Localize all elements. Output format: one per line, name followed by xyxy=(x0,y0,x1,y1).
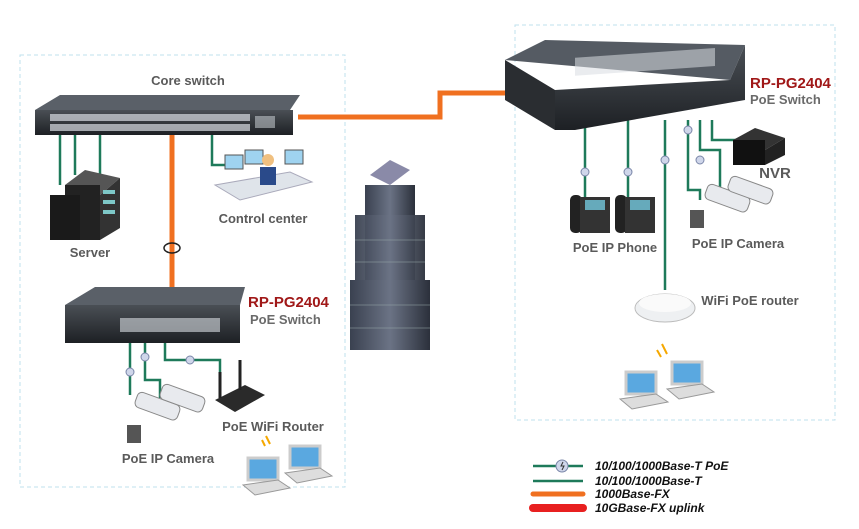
left-camera-icon xyxy=(127,383,206,443)
control-center-icon xyxy=(213,149,314,201)
server-icon xyxy=(50,170,120,240)
fx-link-core-right xyxy=(298,90,512,120)
legend: 10/100/1000Base-T PoE 10/100/1000Base-T … xyxy=(529,459,729,515)
svg-text:10/100/1000Base-T: 10/100/1000Base-T xyxy=(595,474,703,488)
wifi-ap-icon xyxy=(634,293,696,323)
right-switch-model: RP-PG2404 xyxy=(750,75,832,92)
fiber-loop-icon xyxy=(163,242,181,254)
left-camera-label: PoE IP Camera xyxy=(122,451,215,466)
building-icon xyxy=(350,160,430,350)
right-laptops-icon xyxy=(618,343,716,410)
left-zone xyxy=(19,54,346,488)
server-label: Server xyxy=(70,245,110,260)
wifi-router-label: PoE WiFi Router xyxy=(222,419,324,434)
right-zone xyxy=(514,24,836,421)
nvr-label: NVR xyxy=(759,165,791,182)
right-switch-type: PoE Switch xyxy=(750,92,821,107)
wifi-ap-label: WiFi PoE router xyxy=(701,293,798,308)
core-switch xyxy=(35,95,300,135)
control-center-label: Control center xyxy=(219,211,308,226)
legend-item-uplink: 10GBase-FX uplink xyxy=(529,501,706,515)
legend-item-fx: 1000Base-FX xyxy=(530,487,671,501)
legend-item-poe: 10/100/1000Base-T PoE xyxy=(533,459,729,473)
left-laptops-icon xyxy=(241,435,334,496)
right-poe-switch xyxy=(505,40,745,130)
ip-phone-icon xyxy=(570,195,655,233)
right-camera-icon xyxy=(690,175,774,228)
phone-label: PoE IP Phone xyxy=(573,240,657,255)
right-camera-label: PoE IP Camera xyxy=(692,236,785,251)
left-switch-model: RP-PG2404 xyxy=(248,294,330,311)
poe-bolt-icons xyxy=(125,125,705,377)
nvr-icon xyxy=(733,128,785,165)
left-poe-switch xyxy=(65,287,245,343)
wifi-router-icon xyxy=(215,360,265,412)
left-switch-type: PoE Switch xyxy=(250,312,321,327)
svg-text:10/100/1000Base-T PoE: 10/100/1000Base-T PoE xyxy=(595,459,729,473)
core-switch-label: Core switch xyxy=(151,73,225,88)
svg-text:1000Base-FX: 1000Base-FX xyxy=(595,487,671,501)
copper-links xyxy=(58,120,740,398)
legend-item-copper: 10/100/1000Base-T xyxy=(533,474,703,488)
svg-text:10GBase-FX uplink: 10GBase-FX uplink xyxy=(595,501,706,515)
